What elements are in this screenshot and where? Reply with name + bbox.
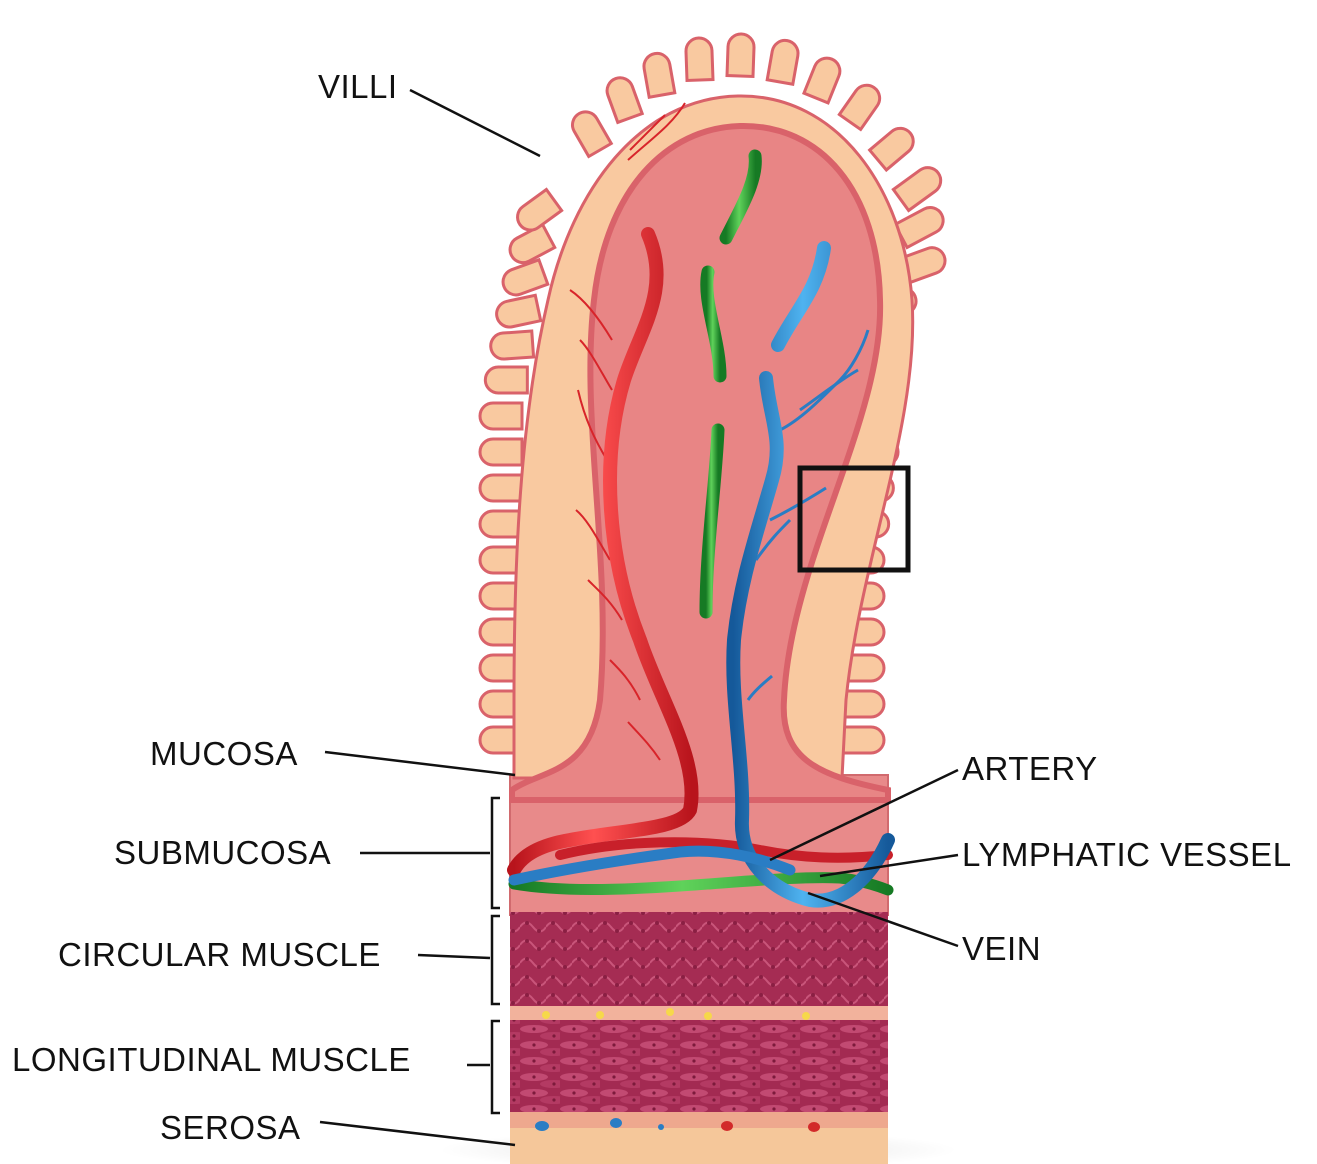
microvillus (480, 439, 522, 465)
microvillus (839, 80, 884, 129)
microvillus (568, 107, 612, 156)
label-mucosa: MUCOSA (150, 735, 298, 772)
label-circular-muscle: CIRCULAR MUSCLE (58, 936, 381, 973)
microvillus (804, 54, 844, 103)
label-lymphatic-vessel: LYMPHATIC VESSEL (962, 836, 1292, 873)
microvillus (686, 38, 713, 81)
microvillus (870, 123, 919, 170)
microvillus (512, 189, 561, 235)
label-submucosa: SUBMUCOSA (114, 834, 331, 871)
label-villi: VILLI (318, 68, 398, 105)
microvillus (727, 34, 754, 77)
microvillus (893, 162, 945, 210)
microvillus (480, 511, 522, 537)
microvillus (480, 475, 522, 501)
microvillus (480, 403, 522, 429)
label-artery: ARTERY (962, 750, 1098, 787)
villus (480, 34, 949, 800)
longitudinal-muscle-layer (510, 1020, 888, 1114)
microvillus (494, 295, 540, 329)
label-longitudinal-muscle: LONGITUDINAL MUSCLE (12, 1041, 411, 1078)
microvillus (767, 38, 800, 84)
microvillus (642, 51, 675, 97)
circular-muscle-layer (510, 912, 888, 1008)
microvillus (485, 367, 527, 393)
microvillus (499, 260, 547, 299)
microvillus (490, 331, 534, 360)
label-vein: VEIN (962, 930, 1041, 967)
label-serosa: SEROSA (160, 1109, 301, 1146)
tissue-layers (438, 775, 958, 1164)
microvillus (603, 74, 642, 122)
